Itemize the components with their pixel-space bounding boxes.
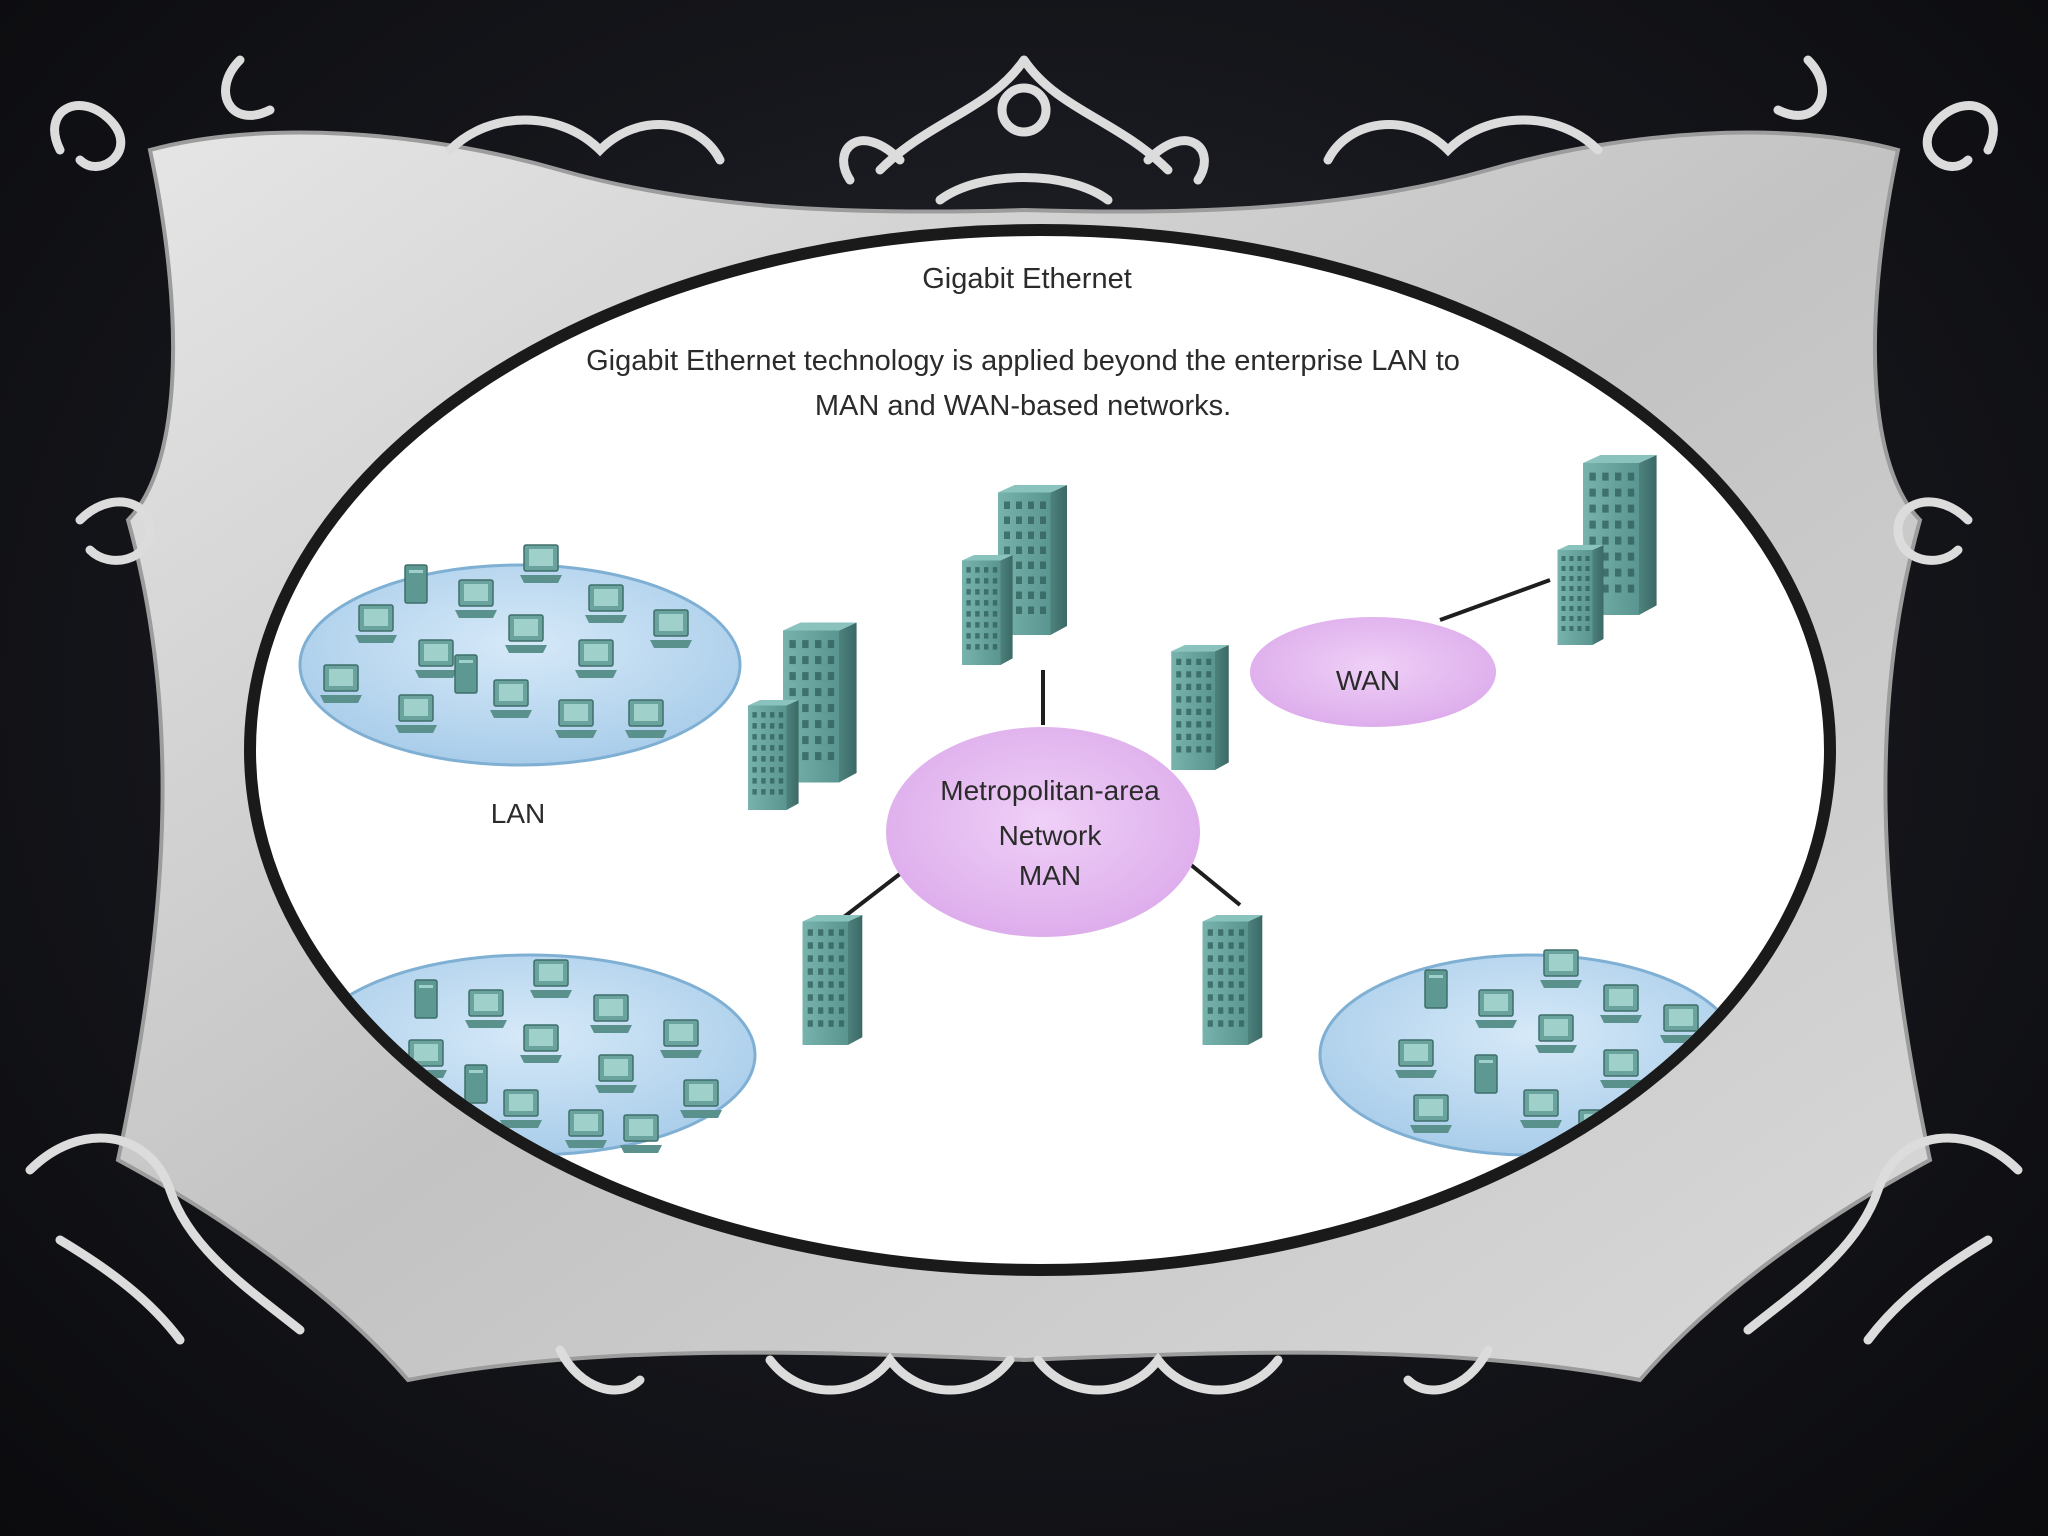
subtitle-line-2: MAN and WAN-based networks. xyxy=(815,390,1231,422)
wan-label: WAN xyxy=(1336,665,1400,696)
lan-ellipse xyxy=(298,563,742,767)
man-label-line2: Network xyxy=(999,820,1103,851)
man-cloud xyxy=(886,727,1200,937)
man-label-line1: Metropolitan-area xyxy=(940,775,1160,806)
subtitle-line-1: Gigabit Ethernet technology is applied b… xyxy=(586,345,1460,377)
wan-cloud xyxy=(1250,617,1496,727)
network-links xyxy=(838,578,1551,922)
page-title: Gigabit Ethernet xyxy=(922,263,1132,295)
lan-top-left xyxy=(298,544,742,767)
frame-ornament-icon xyxy=(25,55,2023,1395)
man-label-line3: MAN xyxy=(1019,860,1081,891)
lan-label: LAN xyxy=(491,798,545,829)
